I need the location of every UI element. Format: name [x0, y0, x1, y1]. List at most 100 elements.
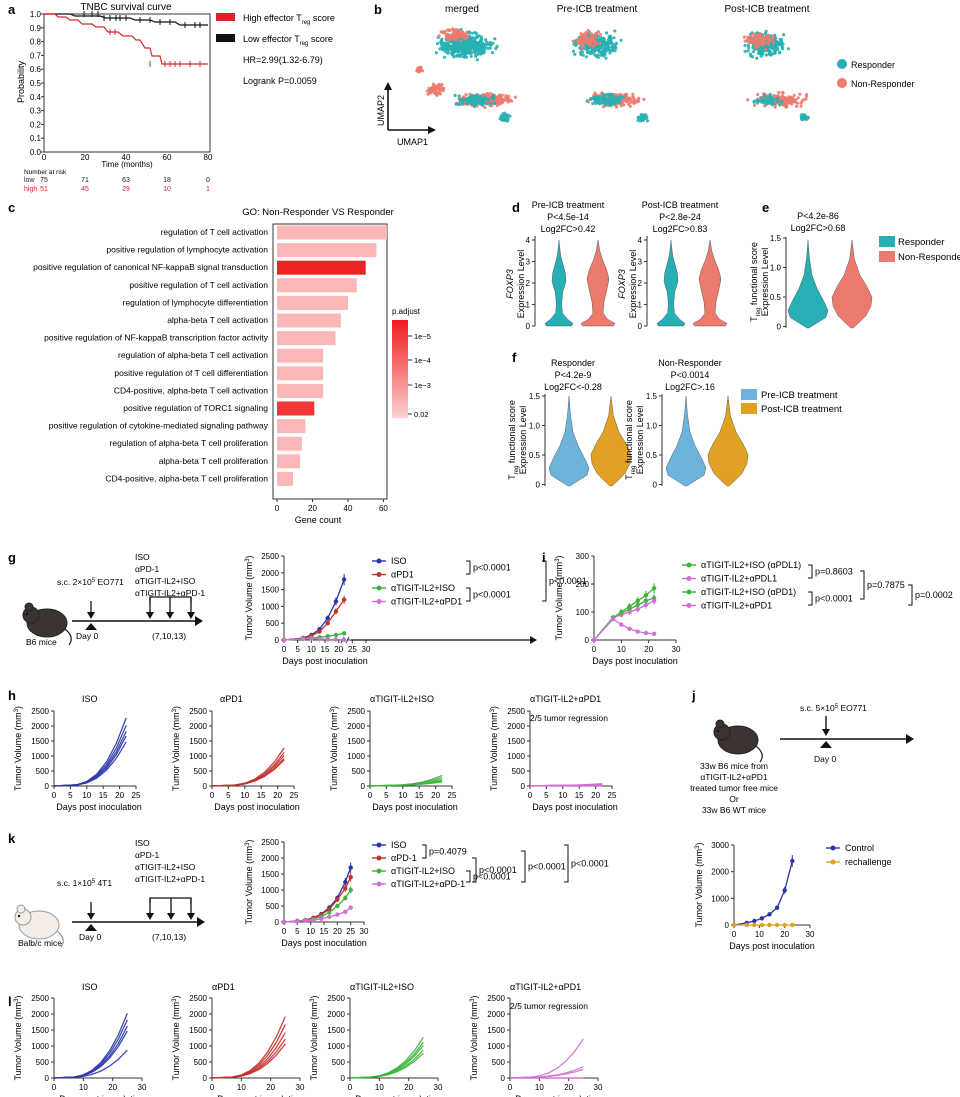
- y-tick: 1500: [31, 1026, 49, 1035]
- umap-point: [758, 99, 762, 103]
- legend-post: Post-ICB treatment: [761, 404, 842, 415]
- y-axis-label-exp: 3: [470, 998, 476, 1002]
- y-axis-label: Tumor Volume (mm3): [329, 706, 339, 791]
- umap-point: [477, 41, 481, 46]
- panel-j: s.c. 5×105 EO771 Day 0 33w B6 mice from …: [690, 703, 914, 951]
- umap-point: [454, 34, 458, 38]
- x-axis-label: Days post inoculation: [59, 1094, 145, 1097]
- umap-point: [455, 29, 459, 33]
- umap-point: [586, 50, 590, 55]
- violin-ylabel-gene: FOXP3: [505, 269, 515, 299]
- y-tick: 1000: [31, 1042, 49, 1051]
- l-subplot: ISO250020001500100050000102030Days post …: [13, 982, 147, 1097]
- violin-p-value: P<4.2e-9: [555, 370, 592, 380]
- umap-point: [631, 92, 635, 96]
- panel-letter-b: b: [374, 2, 382, 17]
- umap-point: [444, 41, 448, 45]
- significance-p: p<0.0001: [479, 865, 517, 875]
- data-point: [635, 602, 640, 608]
- x-axis-label: Days post inoculation: [56, 802, 142, 812]
- x-tick: 0: [508, 1083, 513, 1092]
- umap-point: [607, 34, 611, 38]
- y-tick: 2000: [31, 722, 49, 731]
- survival-xlabel: Time (months): [101, 160, 153, 169]
- data-point: [333, 609, 339, 614]
- y-tick: 2500: [487, 994, 505, 1003]
- umap-point: [585, 99, 589, 103]
- go-term-label: positive regulation of T cell differenti…: [114, 368, 268, 378]
- legend-marker: [830, 859, 836, 865]
- data-point: [774, 922, 780, 928]
- y-tick: 0: [45, 782, 50, 791]
- violin-log2fc: Log2FC>0.83: [653, 224, 708, 234]
- violin-y-tick: 4: [638, 236, 643, 245]
- umap-point: [463, 55, 467, 59]
- subplot-title: αTIGIT-IL2+ISO: [370, 694, 434, 704]
- data-point: [591, 637, 597, 643]
- umap-point: [458, 54, 462, 59]
- ylabel-sub: reg: [514, 466, 520, 475]
- significance-bracket: [466, 560, 471, 575]
- x-tick: 20: [333, 927, 342, 936]
- umap-point: [763, 37, 767, 41]
- panel-f: ResponderP<4.2e-9Log2FC<-0.281.51.00.50T…: [507, 358, 842, 490]
- umap-point: [763, 94, 767, 98]
- umap-point: [800, 99, 804, 103]
- go-title: GO: Non-Responder VS Responder: [242, 207, 394, 218]
- umap-point: [594, 41, 598, 45]
- umap-point: [513, 95, 518, 99]
- umap-point: [756, 33, 761, 38]
- umap-point: [427, 86, 431, 90]
- y-tick: 0: [341, 1074, 346, 1083]
- x-tick: 0: [52, 1083, 57, 1092]
- umap-point: [755, 56, 759, 60]
- y-tick: 1000: [711, 894, 729, 903]
- significance-bracket: [860, 570, 865, 600]
- legend-label: αTIGIT-IL2+αPD-1: [391, 879, 465, 889]
- treatment-list: ISO αPD-1 αTIGIT-IL2+ISO αTIGIT-IL2+αPD-…: [135, 552, 205, 598]
- data-point: [341, 637, 347, 642]
- legend-label: Control: [845, 843, 874, 853]
- data-point: [643, 598, 649, 603]
- inoculation-arrowhead: [87, 612, 95, 619]
- umap-point: [751, 39, 755, 44]
- data-point: [348, 875, 353, 880]
- data-point: [782, 888, 787, 893]
- y-tick: 2000: [711, 868, 729, 877]
- survival-y-tick: 0.5: [30, 79, 42, 88]
- umap-point: [607, 47, 611, 51]
- umap-point: [777, 51, 782, 55]
- x-tick: 0: [368, 791, 373, 800]
- x-tick: 15: [415, 791, 424, 800]
- umap-point: [448, 35, 452, 40]
- umap-point: [453, 93, 457, 97]
- umap-point: [747, 46, 751, 50]
- risk-value: 63: [122, 177, 130, 184]
- legend-marker: [376, 599, 382, 604]
- umap-point: [596, 45, 601, 49]
- risk-row-label: low: [24, 177, 35, 184]
- y-tick: 2000: [189, 1010, 207, 1019]
- violin-shape: [787, 239, 829, 329]
- svg-text:αTIGIT-IL2+ISO: αTIGIT-IL2+ISO: [135, 576, 196, 586]
- y-tick: 2500: [189, 994, 207, 1003]
- data-point: [643, 593, 649, 598]
- violin-treg-responder: ResponderP<4.2e-9Log2FC<-0.281.51.00.50T…: [507, 358, 632, 490]
- umap-point: [743, 49, 747, 54]
- inoculation-arrowhead: [87, 913, 95, 920]
- umap-point: [792, 93, 796, 98]
- umap-point: [772, 97, 776, 101]
- data-point: [627, 604, 632, 609]
- umap-point: [452, 35, 456, 39]
- umap-legend-nonresponder-dot: [837, 78, 847, 88]
- umap-point: [631, 96, 635, 100]
- data-point: [790, 922, 795, 928]
- svg-text:αPD-1: αPD-1: [135, 850, 160, 860]
- risk-value: 1: [206, 186, 210, 193]
- legend-marker: [376, 585, 382, 591]
- umap-point: [451, 48, 455, 52]
- legend-label: αTIGIT-IL2+ISO: [391, 583, 455, 593]
